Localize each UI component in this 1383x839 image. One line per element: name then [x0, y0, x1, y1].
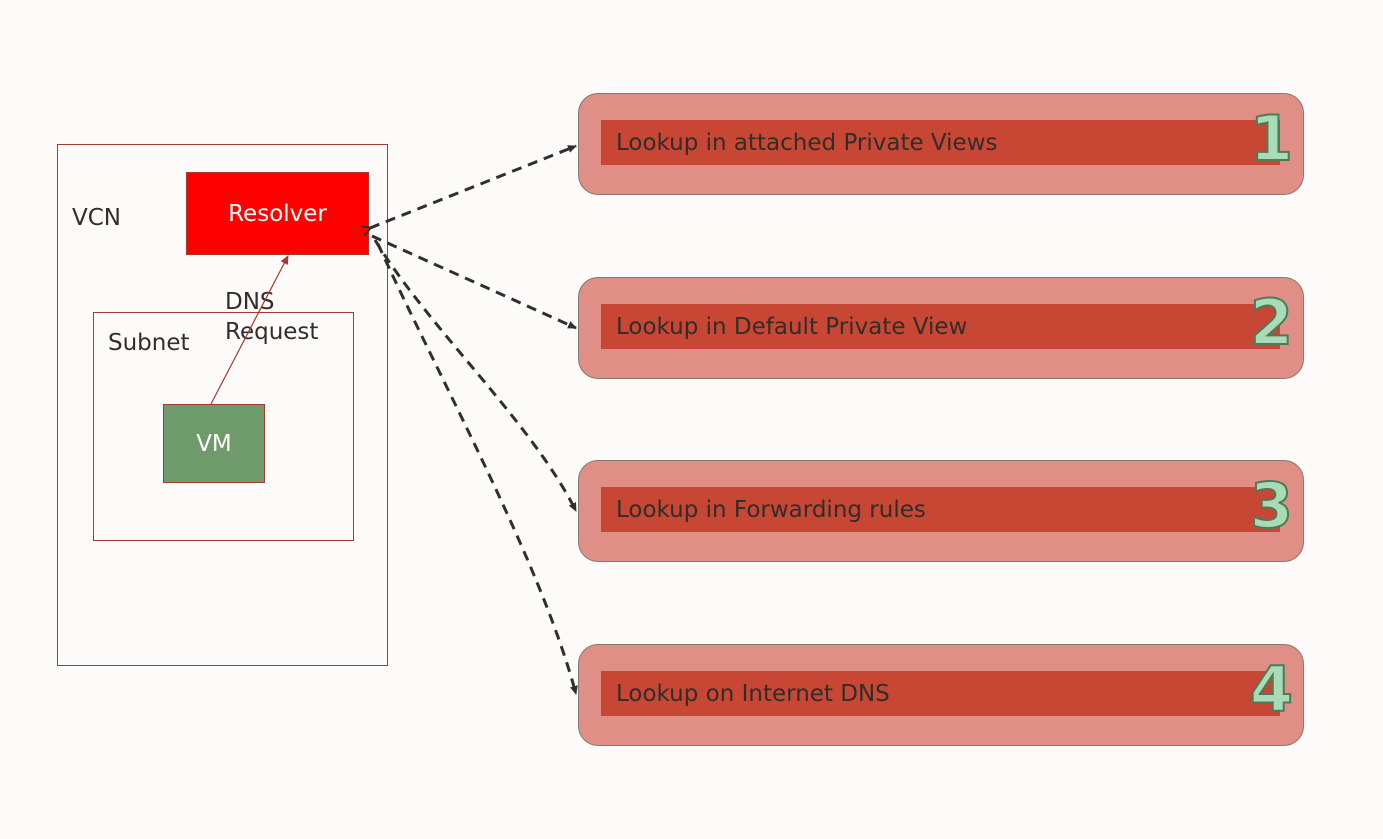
dns-request-line-1: DNS: [225, 289, 275, 315]
step-bar-2: Lookup in Default Private View: [601, 304, 1280, 349]
step-text-3: Lookup in Forwarding rules: [616, 496, 926, 523]
vcn-label: VCN: [72, 205, 121, 231]
dns-request-label: DNS Request: [225, 287, 365, 347]
step-bar-3: Lookup in Forwarding rules: [601, 487, 1280, 532]
step-text-2: Lookup in Default Private View: [616, 313, 968, 340]
step-text-1: Lookup in attached Private Views: [616, 129, 998, 156]
subnet-box: [93, 312, 354, 541]
resolver-to-step-1-connector: [370, 144, 576, 228]
vm-to-resolver-arrow: [210, 255, 289, 405]
vm-box: VM: [163, 404, 265, 483]
step-card-4: Lookup on Internet DNS 4: [578, 644, 1304, 746]
resolver-label: Resolver: [228, 200, 327, 227]
resolver-box: Resolver: [186, 172, 369, 255]
vm-label: VM: [196, 430, 232, 457]
step-number-3: 3: [1249, 469, 1294, 542]
step-number-2: 2: [1249, 286, 1294, 359]
dns-request-line-2: Request: [225, 319, 319, 345]
step-bar-4: Lookup on Internet DNS: [601, 671, 1280, 716]
resolver-to-step-4-connector: [376, 243, 578, 695]
subnet-label: Subnet: [108, 330, 190, 356]
step-card-3: Lookup in Forwarding rules 3: [578, 460, 1304, 562]
step-number-4: 4: [1249, 653, 1294, 726]
step-bar-1: Lookup in attached Private Views: [601, 120, 1280, 165]
step-text-4: Lookup on Internet DNS: [616, 680, 890, 707]
step-card-2: Lookup in Default Private View 2: [578, 277, 1304, 379]
resolver-to-step-3-connector: [373, 239, 578, 512]
step-number-1: 1: [1249, 102, 1294, 175]
resolver-to-step-2-connector: [371, 234, 577, 330]
step-card-1: Lookup in attached Private Views 1: [578, 93, 1304, 195]
